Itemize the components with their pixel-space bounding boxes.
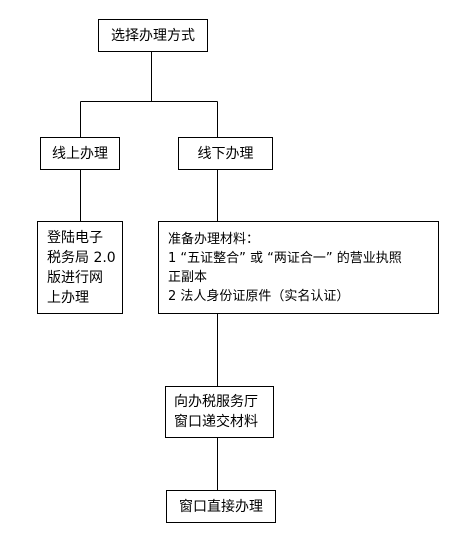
online-description-line: 上办理 (47, 290, 89, 306)
materials-line: 正副本 (168, 270, 208, 285)
node-submit-at-window: 向办税服务厅 窗口递交材料 (165, 386, 274, 438)
node-online-description: 登陆电子 税务局 2.0 版进行网 上办理 (37, 221, 123, 314)
materials-line: 准备办理材料： (168, 232, 260, 247)
node-offline-label: 线下办理 (197, 145, 254, 162)
window-line: 窗口递交材料 (174, 414, 258, 430)
node-offline: 线下办理 (178, 137, 273, 170)
node-final-label: 窗口直接办理 (179, 498, 263, 515)
node-online-label: 线上办理 (52, 145, 108, 162)
window-line: 向办税服务厅 (174, 394, 258, 410)
node-window-direct-processing: 窗口直接办理 (166, 490, 276, 523)
node-choose-method: 选择办理方式 (98, 19, 208, 52)
online-description-line: 登陆电子 (47, 230, 103, 246)
node-prepare-materials: 准备办理材料： 1 “五证整合” 或 “两证合一” 的营业执照 正副本 2 法人… (158, 221, 439, 314)
node-choose-method-label: 选择办理方式 (111, 27, 195, 44)
node-online: 线上办理 (40, 137, 120, 170)
materials-line: 1 “五证整合” 或 “两证合一” 的营业执照 (168, 251, 402, 266)
online-description-line: 版进行网 (47, 270, 103, 286)
online-description-line: 税务局 2.0 (47, 250, 116, 266)
materials-line: 2 法人身份证原件（实名认证） (168, 289, 350, 304)
